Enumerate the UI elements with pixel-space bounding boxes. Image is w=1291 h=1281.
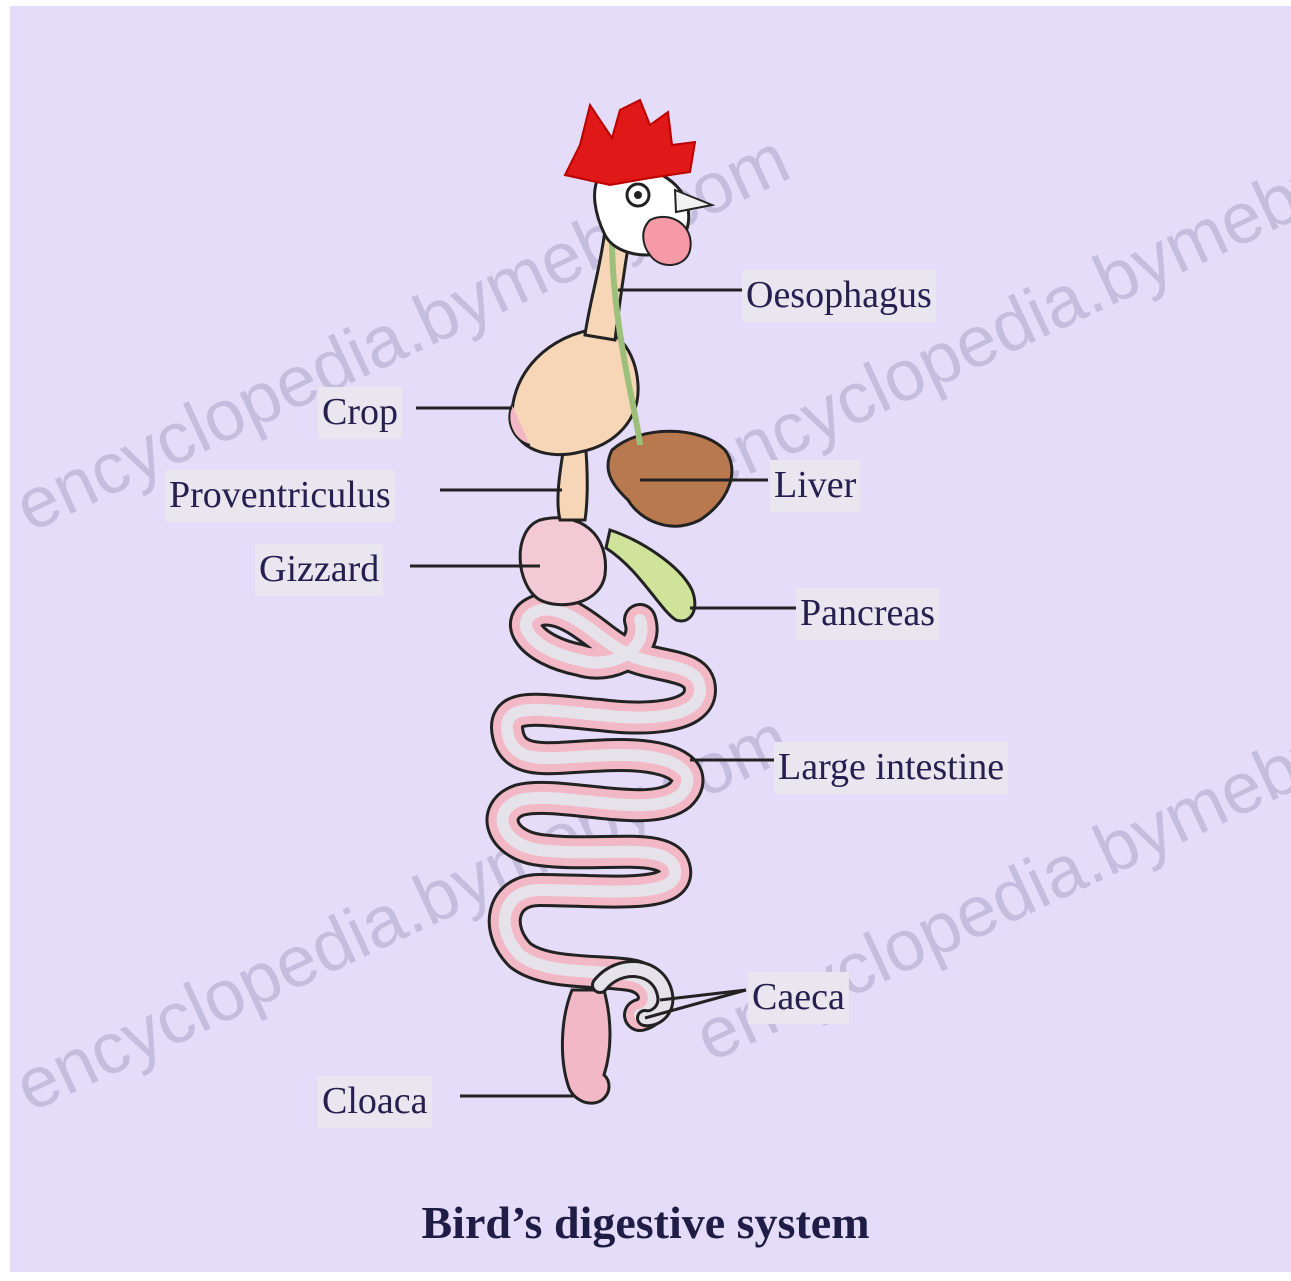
comb bbox=[565, 100, 695, 185]
label-caeca: Caeca bbox=[748, 972, 849, 1024]
beak bbox=[675, 190, 712, 212]
label-pancreas: Pancreas bbox=[796, 588, 939, 640]
wattle bbox=[643, 217, 690, 265]
label-crop: Crop bbox=[318, 387, 402, 439]
gizzard bbox=[520, 518, 605, 605]
label-large-intestine: Large intestine bbox=[774, 742, 1008, 794]
label-oesophagus: Oesophagus bbox=[742, 270, 936, 322]
label-proventriculus: Proventriculus bbox=[165, 470, 395, 522]
label-liver: Liver bbox=[770, 460, 860, 512]
crop bbox=[512, 329, 638, 454]
label-cloaca: Cloaca bbox=[318, 1076, 432, 1128]
cloaca bbox=[562, 990, 610, 1103]
diagram-caption: Bird’s digestive system bbox=[0, 1196, 1291, 1249]
label-gizzard: Gizzard bbox=[255, 544, 383, 596]
